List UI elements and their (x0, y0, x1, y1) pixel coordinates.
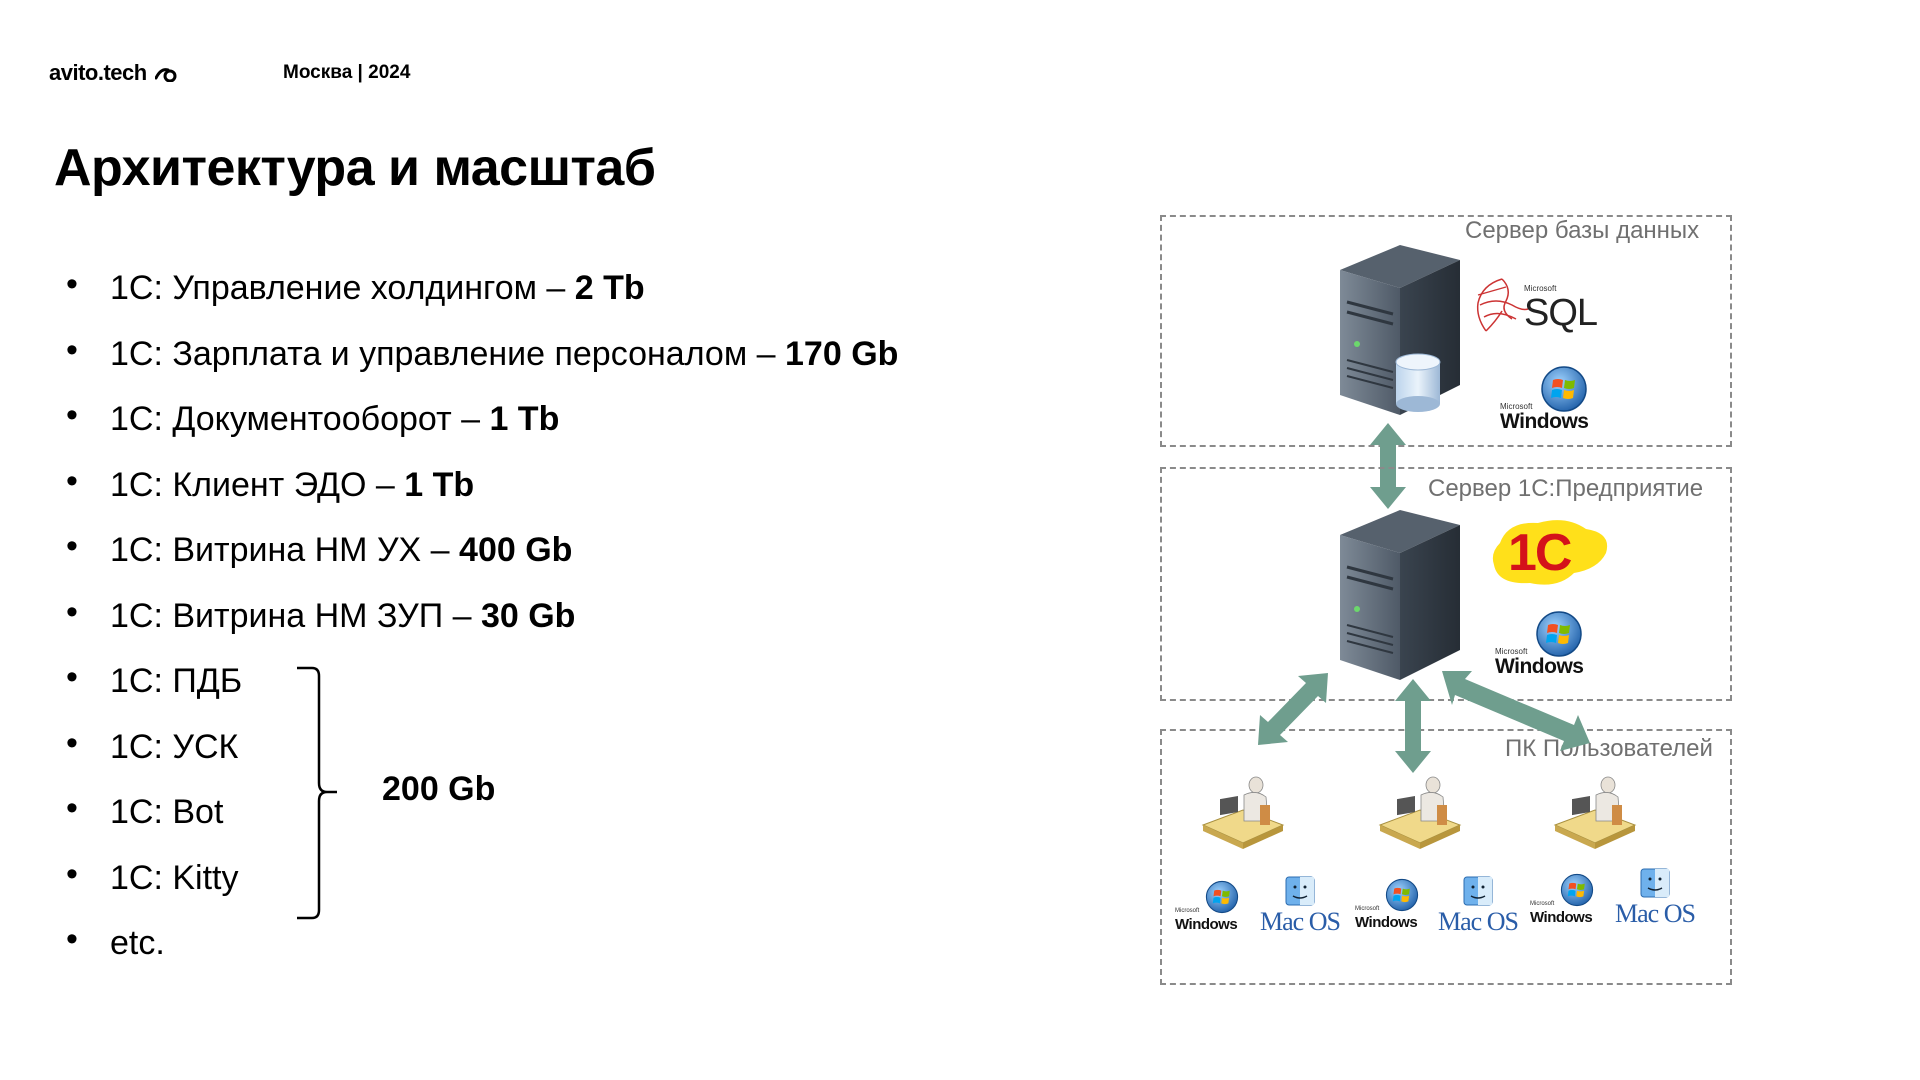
windows-name-text: Windows (1530, 909, 1593, 926)
windows-icon (1541, 366, 1587, 412)
bullet-text: 1С: Документооборот – (110, 400, 490, 438)
db-server-zone (1160, 215, 1732, 447)
mac-name-a: Mac (1260, 907, 1304, 936)
users-zone (1160, 729, 1732, 985)
group-size-label: 200 Gb (382, 770, 496, 808)
logo-text: avito.tech (49, 60, 147, 85)
windows-name-text: Windows (1355, 914, 1418, 931)
bullet-item: 1С: Клиент ЭДО – 1 Tb (66, 461, 898, 531)
users-zone-label: ПК Пользователей (1505, 735, 1713, 762)
windows-brand-text: Microsoft (1355, 906, 1380, 912)
mac-finder-icon (1285, 876, 1315, 906)
bullet-size: 1 Tb (404, 465, 475, 504)
windows-icon (1385, 878, 1419, 912)
windows-brand-text: Microsoft (1175, 908, 1200, 914)
bullet-list: 1С: Управление холдингом – 2 Tb 1С: Зарп… (66, 264, 899, 989)
windows-icon (1536, 611, 1582, 657)
bullet-item: 1С: УСК (66, 723, 898, 793)
user2-macos-logo: Mac OS (1438, 875, 1519, 936)
db-server-zone-label: Сервер базы данных (1465, 217, 1700, 244)
user3-macos-logo: Mac OS (1615, 867, 1696, 928)
user-workstation-icon (1201, 776, 1285, 849)
bullet-text: 1С: Bot (110, 793, 224, 831)
group-brace (297, 666, 337, 920)
user-workstation-icon (1553, 776, 1637, 849)
windows-brand-text: Microsoft (1530, 901, 1555, 907)
db-server-icon (1340, 245, 1460, 415)
windows-name-text: Windows (1175, 916, 1238, 933)
architecture-diagram: Сервер базы данных Microsoft SQL (1150, 205, 1750, 995)
windows-name-text: Windows (1495, 655, 1584, 678)
windows-icon (1205, 880, 1239, 914)
avito-mark-icon (155, 68, 177, 83)
bullet-item: 1С: Управление холдингом – 2 Tb (66, 264, 898, 334)
bullet-item: etc. (66, 919, 898, 989)
bullet-text: 1С: Витрина НМ ЗУП – (110, 596, 481, 635)
mac-name-b: OS (1663, 899, 1696, 928)
bullet-text: 1С: Kitty (110, 858, 239, 897)
mac-name-b: OS (1486, 907, 1519, 936)
bullet-size: 170 Gb (785, 334, 899, 373)
bullet-size: 2 Tb (574, 269, 645, 307)
bullet-text: 1С: УСК (110, 727, 239, 766)
user2-windows-logo: Microsoft Windows (1355, 878, 1425, 931)
windows-name-text: Windows (1500, 410, 1589, 433)
event-location-year: Москва | 2024 (283, 62, 411, 83)
sql-brand-text: Microsoft (1524, 284, 1557, 293)
user1-macos-logo: Mac OS (1260, 875, 1341, 936)
slide-title: Архитектура и масштаб (54, 139, 656, 197)
bullet-size: 1 Tb (489, 400, 560, 438)
bullet-text: 1С: Клиент ЭДО – (110, 465, 405, 504)
bullet-item: 1С: Bot (66, 788, 898, 858)
user3-windows-logo: Microsoft Windows (1530, 873, 1600, 926)
windows-brand-text: Microsoft (1500, 402, 1533, 411)
bullet-text: 1С: Зарплата и управление персоналом – (110, 334, 786, 373)
mac-name-a: Mac (1438, 907, 1482, 936)
onec-logo: 1С (1488, 513, 1618, 593)
onec-blob-icon (1492, 520, 1608, 585)
mac-finder-icon (1640, 868, 1670, 898)
mac-finder-icon (1463, 876, 1493, 906)
bullet-size: 30 Gb (480, 596, 576, 635)
bullet-text: 1С: Управление холдингом – (110, 269, 575, 307)
bullet-text: etc. (110, 924, 165, 962)
bullet-item: 1С: Документооборот – 1 Tb (66, 395, 898, 465)
windows-icon (1560, 873, 1594, 907)
onec-logo-text: 1С (1508, 524, 1573, 582)
user-workstation-icon (1378, 776, 1462, 849)
avito-tech-logo: avito.tech (49, 60, 177, 86)
app-server-icon (1340, 510, 1460, 680)
bullet-item: 1С: Зарплата и управление персоналом – 1… (66, 330, 899, 400)
bullet-text: 1С: ПДБ (110, 662, 243, 700)
sql-name-text: SQL (1524, 292, 1598, 334)
windows-logo-db: Microsoft Windows (1500, 365, 1600, 435)
windows-brand-text: Microsoft (1495, 647, 1528, 656)
user1-windows-logo: Microsoft Windows (1175, 880, 1245, 933)
sql-server-logo: Microsoft SQL (1472, 275, 1598, 335)
bullet-item: 1С: Витрина НМ ЗУП – 30 Gb (66, 592, 898, 662)
mac-name-b: OS (1308, 907, 1341, 936)
windows-logo-app: Microsoft Windows (1495, 610, 1595, 680)
bullet-item: 1С: Витрина НМ УХ – 400 Gb (66, 526, 898, 596)
app-server-zone-label: Сервер 1С:Предприятие (1428, 475, 1704, 502)
bullet-text: 1С: Витрина НМ УХ – (110, 531, 460, 569)
mac-name-a: Mac (1615, 899, 1659, 928)
bullet-size: 400 Gb (459, 531, 573, 569)
sql-server-icon (1476, 278, 1529, 332)
bullet-item: 1С: Kitty (66, 854, 898, 924)
bullet-item: 1С: ПДБ (66, 657, 898, 727)
